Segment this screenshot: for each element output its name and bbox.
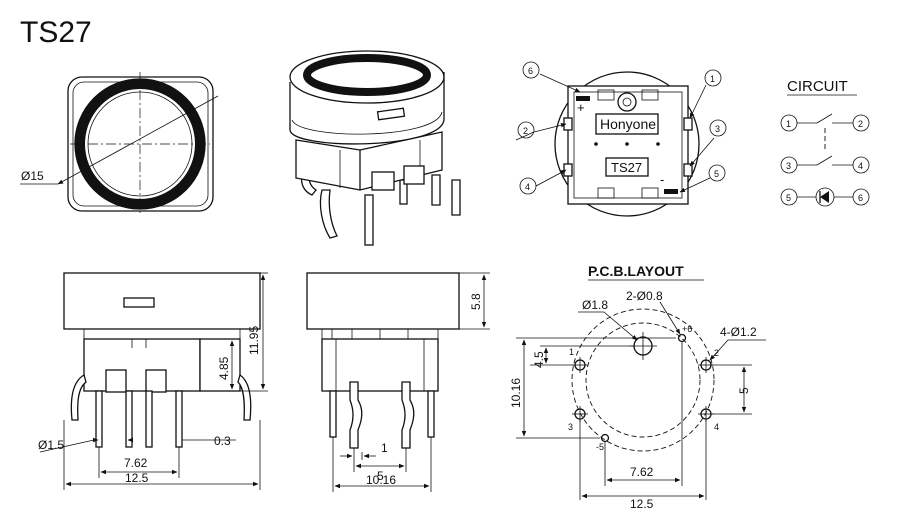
pin-callout-6: 6: [528, 66, 533, 76]
circuit-pin-6: 6: [858, 193, 863, 203]
pcb-pin-3: 3: [568, 422, 573, 432]
dim-inner: 7.62: [630, 465, 654, 479]
pin-pitch-label: 5: [377, 469, 384, 483]
pin-thickness-label: 0.3: [214, 434, 231, 448]
plus-mark: +: [577, 100, 585, 115]
dim-vertical-full: 10.16: [509, 378, 523, 408]
circuit-pin-3: 3: [786, 161, 791, 171]
hole-5: [600, 433, 610, 443]
pin-diameter-label: Ø1.5: [38, 438, 64, 452]
brand-label: Honyone: [600, 116, 656, 132]
front-view: 11.95 4.85 7.62 12.5 Ø1.5 0.3: [38, 272, 268, 490]
body-width-label: 12.5: [125, 471, 149, 485]
pin-callout-5: 5: [714, 169, 719, 179]
hole-switch-label: 4-Ø1.2: [720, 325, 757, 339]
top-diameter-label: Ø15: [21, 169, 44, 183]
hole-center-label: Ø1.8: [582, 298, 608, 312]
circuit-pin-4: 4: [858, 161, 863, 171]
pcb-heading: P.C.B.LAYOUT: [588, 263, 684, 279]
pin-width-label: 1: [381, 441, 388, 455]
top-view: Ø15: [20, 72, 219, 216]
dim-outer: 12.5: [630, 497, 654, 511]
height-total-label: 11.95: [247, 326, 261, 355]
pin-callout-3: 3: [715, 124, 720, 134]
side-width-label: 10.16: [366, 473, 396, 487]
pin-spacing-label: 7.62: [124, 456, 148, 470]
pcb-pin-5: -5: [596, 442, 604, 452]
hole-led-label: 2-Ø0.8: [626, 289, 663, 303]
dim-right: 5: [737, 387, 751, 394]
side-view: 5.8 1 5 10.16: [306, 272, 490, 492]
height-base-label: 4.85: [217, 356, 231, 380]
pcb-pin-6: +6: [682, 324, 692, 334]
pcb-layout: P.C.B.LAYOUT 1 2 3 4 +6 -5 Ø1.8 2-Ø0.8 4…: [509, 263, 766, 511]
hole-6: [677, 333, 687, 343]
pcb-pin-1: 1: [569, 347, 574, 357]
minus-mark: -: [660, 172, 664, 187]
model-label: TS27: [611, 160, 642, 175]
circuit-diagram: CIRCUIT 1 2 3 4 5 6: [780, 78, 870, 207]
pcb-pin-4: 4: [714, 422, 719, 432]
circuit-pin-2: 2: [858, 119, 863, 129]
circuit-pin-5: 5: [786, 193, 791, 203]
pin-callout-4: 4: [525, 182, 530, 192]
circuit-pin-1: 1: [786, 119, 791, 129]
circuit-heading: CIRCUIT: [787, 78, 848, 95]
pin-view: Honyone TS27 + - 6 1 2 3 4 5: [515, 61, 727, 217]
isometric-view: [289, 50, 461, 246]
page-title: TS27: [20, 16, 92, 49]
pin-callout-2: 2: [523, 126, 528, 136]
dim-vertical-half: 4.5: [532, 351, 546, 368]
cap-height-label: 5.8: [469, 293, 483, 310]
pin-callout-1: 1: [710, 74, 715, 84]
